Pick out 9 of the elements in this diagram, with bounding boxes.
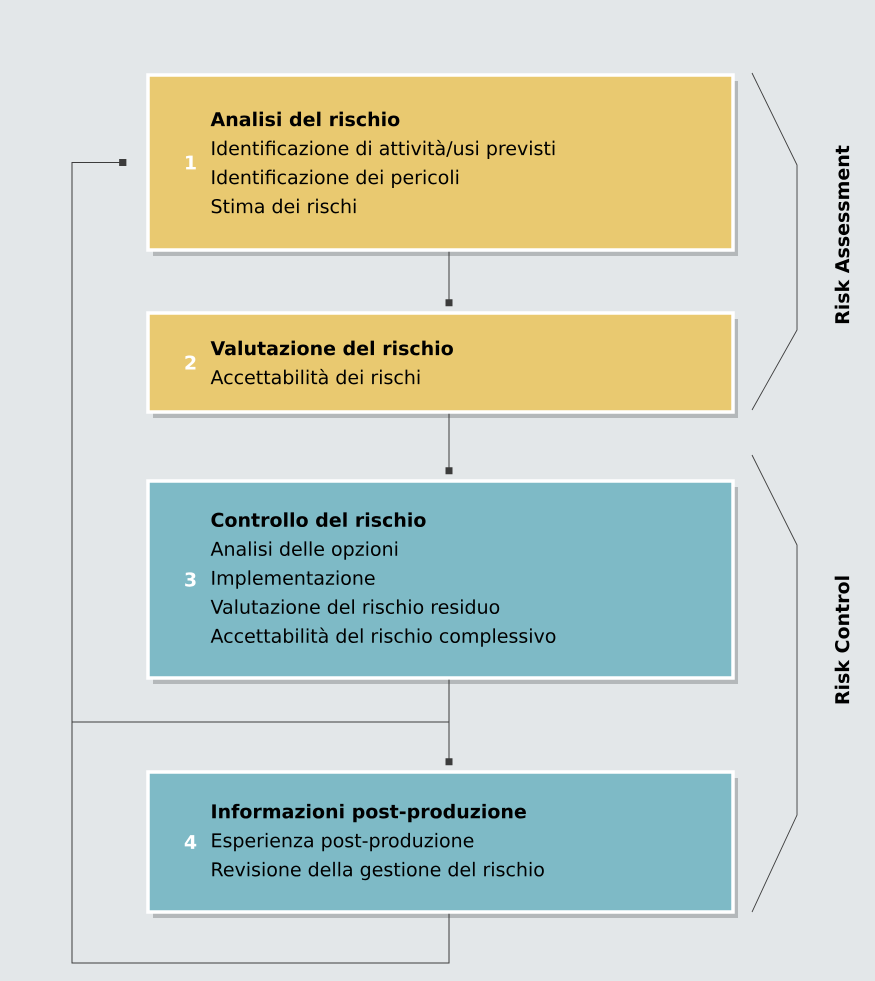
bracket-label: Risk Assessment bbox=[834, 146, 850, 324]
process-box: 3 Controllo del rischio Analisi delle opzioni Implementazione Valutazione del rischio residuo Accettabilità del rischio complessivo bbox=[146, 479, 738, 684]
process-box: 4 Informazioni post-produzione Esperienza post-produzione Revisione della gestione del rischio bbox=[146, 770, 738, 918]
process-box: 2 Valutazione del rischio Accettabilità dei rischi bbox=[146, 311, 738, 418]
connector bbox=[446, 413, 452, 474]
bracket-label: Risk Control bbox=[834, 576, 850, 704]
connector bbox=[72, 159, 450, 964]
connector bbox=[446, 251, 452, 306]
process-box: 1 Analisi del rischio Identificazione di attività/usi previsti Identificazione dei pericoli Stima dei rischi bbox=[146, 73, 738, 256]
